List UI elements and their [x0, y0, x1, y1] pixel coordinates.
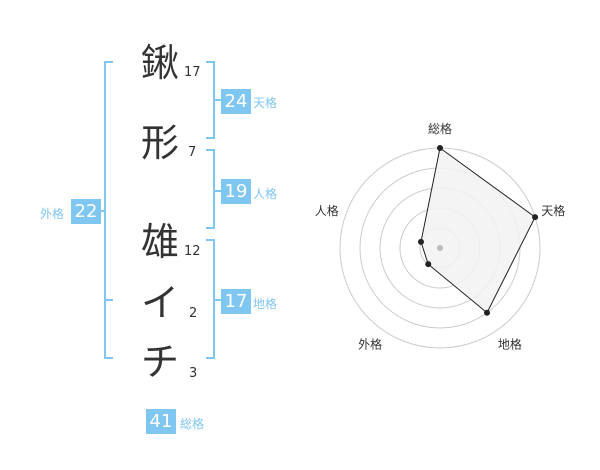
- stroke-count-2: 7: [188, 145, 197, 160]
- name-char-3: 雄: [140, 220, 179, 264]
- tenkaku-label: 天格: [253, 96, 278, 110]
- name-char-5: チ: [140, 340, 179, 384]
- radar-axis-label-2: 天格: [541, 203, 565, 218]
- soukaku-label: 総格: [180, 417, 205, 431]
- chikaku-label: 地格: [253, 297, 278, 311]
- tenkaku-value-badge: 24: [221, 89, 251, 114]
- radar-axis-label-4: 外格: [358, 336, 382, 351]
- gaikaku-label: 外格: [40, 207, 65, 221]
- stroke-count-5: 3: [189, 366, 198, 381]
- gaikaku-bracket: [104, 61, 113, 359]
- radar-axis-label-1: 総格: [428, 121, 452, 136]
- radar-point-2: [532, 214, 539, 221]
- radar-point-4: [425, 261, 432, 268]
- radar-center-point: [437, 245, 443, 251]
- name-char-4: イ: [140, 281, 179, 325]
- gaikaku-value-badge: 22: [71, 199, 101, 224]
- chikaku-value-badge: 17: [221, 289, 251, 314]
- radar-point-5: [417, 238, 424, 245]
- jinkaku-value-badge: 19: [221, 179, 251, 204]
- radar-data-polygon: [420, 147, 536, 314]
- radar-axis-label-3: 地格: [498, 336, 522, 351]
- soukaku-value-badge: 41: [146, 409, 176, 434]
- stroke-count-1: 17: [184, 65, 201, 80]
- jinkaku-bracket: [206, 149, 215, 229]
- stroke-count-3: 12: [184, 244, 201, 259]
- stroke-count-4: 2: [189, 306, 198, 321]
- jinkaku-label: 人格: [253, 187, 278, 201]
- radar-point-3: [484, 309, 491, 316]
- radar-axis-label-5: 人格: [315, 203, 339, 218]
- name-char-1: 鍬: [140, 41, 179, 85]
- name-char-2: 形: [140, 121, 179, 165]
- radar-point-1: [437, 145, 443, 151]
